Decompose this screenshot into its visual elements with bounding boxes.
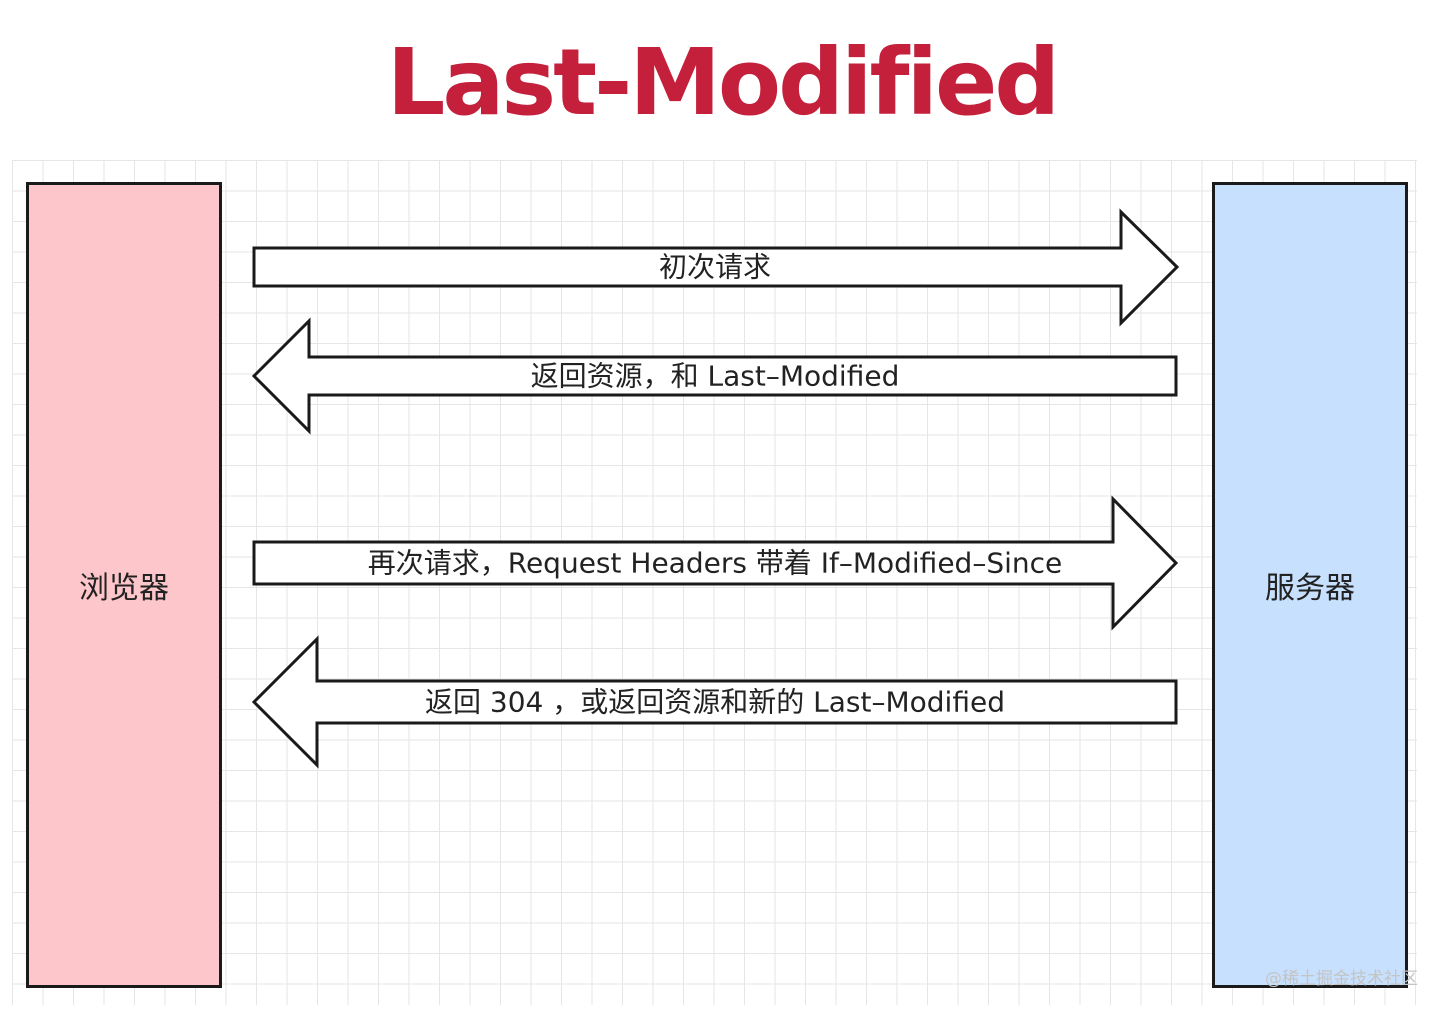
server-label: 服务器 (1265, 571, 1355, 606)
browser-label: 浏览器 (79, 571, 169, 606)
server-box: 服务器 (1212, 182, 1408, 988)
watermark: @稀土掘金技术社区 (1265, 969, 1418, 989)
diagram-title: Last-Modified (386, 29, 1061, 136)
arrow-return-resource-shape (251, 317, 1178, 435)
browser-box: 浏览器 (26, 182, 222, 988)
arrow-second-request-shape (252, 495, 1179, 631)
arrow-return-304-label: 返回 304 ，或返回资源和新的 Last–Modified (425, 686, 1005, 719)
arrow-first-request-label: 初次请求 (659, 251, 771, 284)
arrow-return-resource: 返回资源，和 Last–Modified (251, 317, 1178, 435)
arrow-first-request: 初次请求 (252, 208, 1180, 327)
arrow-return-304-shape (251, 635, 1178, 769)
arrow-second-request: 再次请求，Request Headers 带着 If–Modified–Sinc… (252, 495, 1179, 631)
arrow-first-request-shape (252, 208, 1180, 327)
arrow-return-resource-label: 返回资源，和 Last–Modified (531, 360, 900, 393)
arrow-return-304: 返回 304 ，或返回资源和新的 Last–Modified (251, 635, 1178, 769)
arrow-second-request-label: 再次请求，Request Headers 带着 If–Modified–Sinc… (368, 547, 1063, 580)
